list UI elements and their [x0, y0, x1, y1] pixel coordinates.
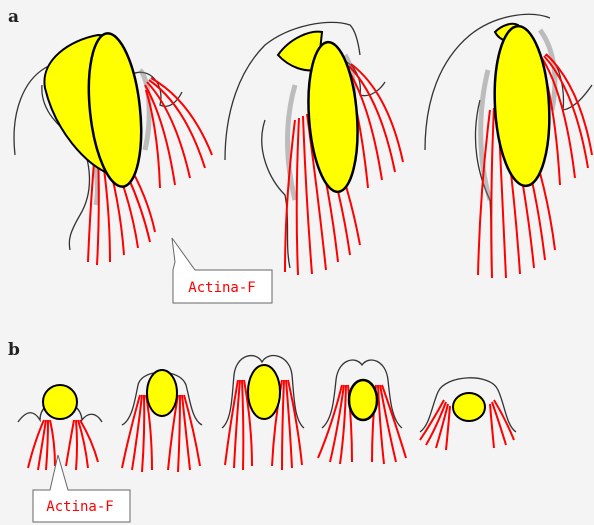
panel-a-stage-1 [14, 31, 212, 265]
nucleus [147, 370, 177, 416]
nucleus [453, 393, 485, 421]
panel-a-label: a [8, 7, 19, 27]
callout-actina-f-b: Actina-F [33, 455, 130, 522]
callout-label: Actina-F [188, 280, 255, 296]
nucleus [82, 31, 148, 189]
nucleus [304, 41, 362, 194]
actin-fibers [28, 420, 98, 470]
panel-b-stage-1 [18, 385, 102, 470]
nucleus [248, 365, 280, 419]
nucleus [43, 385, 77, 419]
panel-b-label: b [8, 340, 20, 360]
panel-b-stage-4 [318, 360, 406, 464]
callout-actina-f-a: Actina-F [172, 238, 272, 303]
panel-a-stage-3 [425, 14, 592, 278]
panel-a-stage-2 [225, 22, 403, 275]
panel-b-stage-5 [420, 378, 516, 450]
panel-b-stage-2 [122, 370, 202, 472]
callout-label: Actina-F [46, 499, 113, 515]
nucleus [349, 380, 377, 420]
panel-b-stage-3 [222, 356, 304, 470]
